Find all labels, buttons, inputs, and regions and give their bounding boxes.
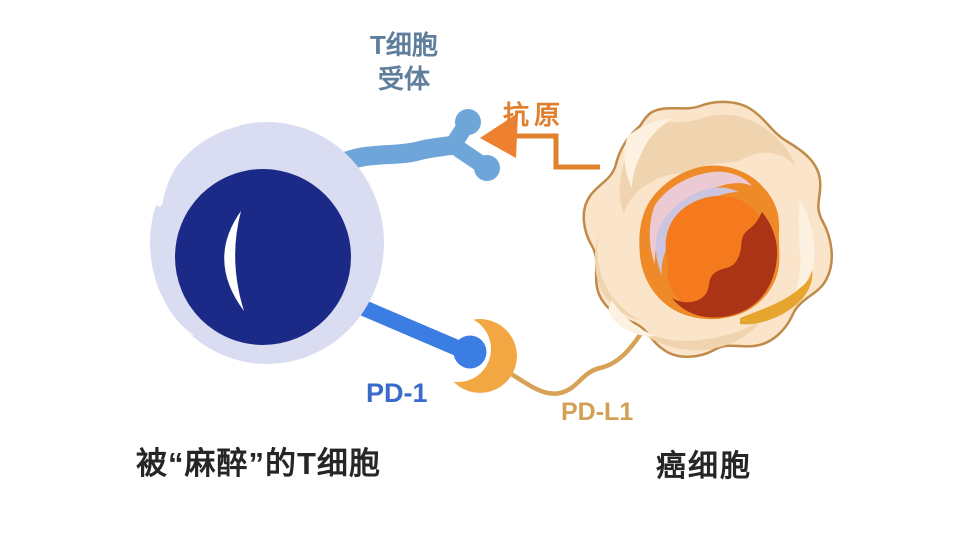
- cancer-cell-caption: 癌细胞: [656, 450, 752, 483]
- cancer-cytoplasm-shade-bottom: [625, 318, 762, 351]
- receptor-lower-bulb: [474, 155, 500, 181]
- t-cell-receptor-label-line1: T细胞: [370, 30, 438, 60]
- pd1-rod: [344, 295, 470, 358]
- cancer-nucleus-lavender-band: [655, 187, 738, 276]
- cancer-cytoplasm-shade-top: [619, 114, 796, 214]
- cancer-nucleus-pink-band: [649, 171, 752, 264]
- t-cell-rim-highlight-bottom: [147, 267, 193, 339]
- cancer-nucleus-dark-region: [672, 212, 778, 318]
- t-cell-receptor-label: T细胞 受体: [338, 28, 470, 96]
- cancer-cell: [582, 100, 833, 358]
- pdl1-crescent: [443, 319, 517, 393]
- pd1-label: PD-1: [366, 378, 428, 408]
- pdl1-connector-line: [502, 329, 645, 396]
- t-cell-nucleus-highlight: [224, 211, 244, 311]
- t-cell-rim-highlight-top: [155, 119, 241, 207]
- receptor-upper-bulb: [455, 109, 481, 135]
- t-cell-nucleus: [175, 169, 351, 345]
- receptor-arm-shaft: [337, 135, 463, 171]
- cancer-highlight-lower-left: [608, 300, 656, 337]
- antigen-connector-line: [514, 133, 600, 170]
- t-cell-caption: 被“麻醉”的T细胞: [136, 446, 381, 481]
- t-cell-receptor-arm: [337, 109, 500, 181]
- t-cell: [147, 119, 384, 364]
- cancer-cytoplasm-shade-left: [594, 230, 640, 320]
- cancer-highlight-upper-left: [624, 118, 672, 188]
- antigen-arrow: [480, 113, 518, 158]
- cancer-gold-patch: [740, 270, 813, 325]
- pdl1-label: PD-L1: [561, 398, 634, 426]
- t-cell-receptor-label-line2: 受体: [377, 64, 430, 94]
- antigen-label: 抗原: [503, 100, 566, 130]
